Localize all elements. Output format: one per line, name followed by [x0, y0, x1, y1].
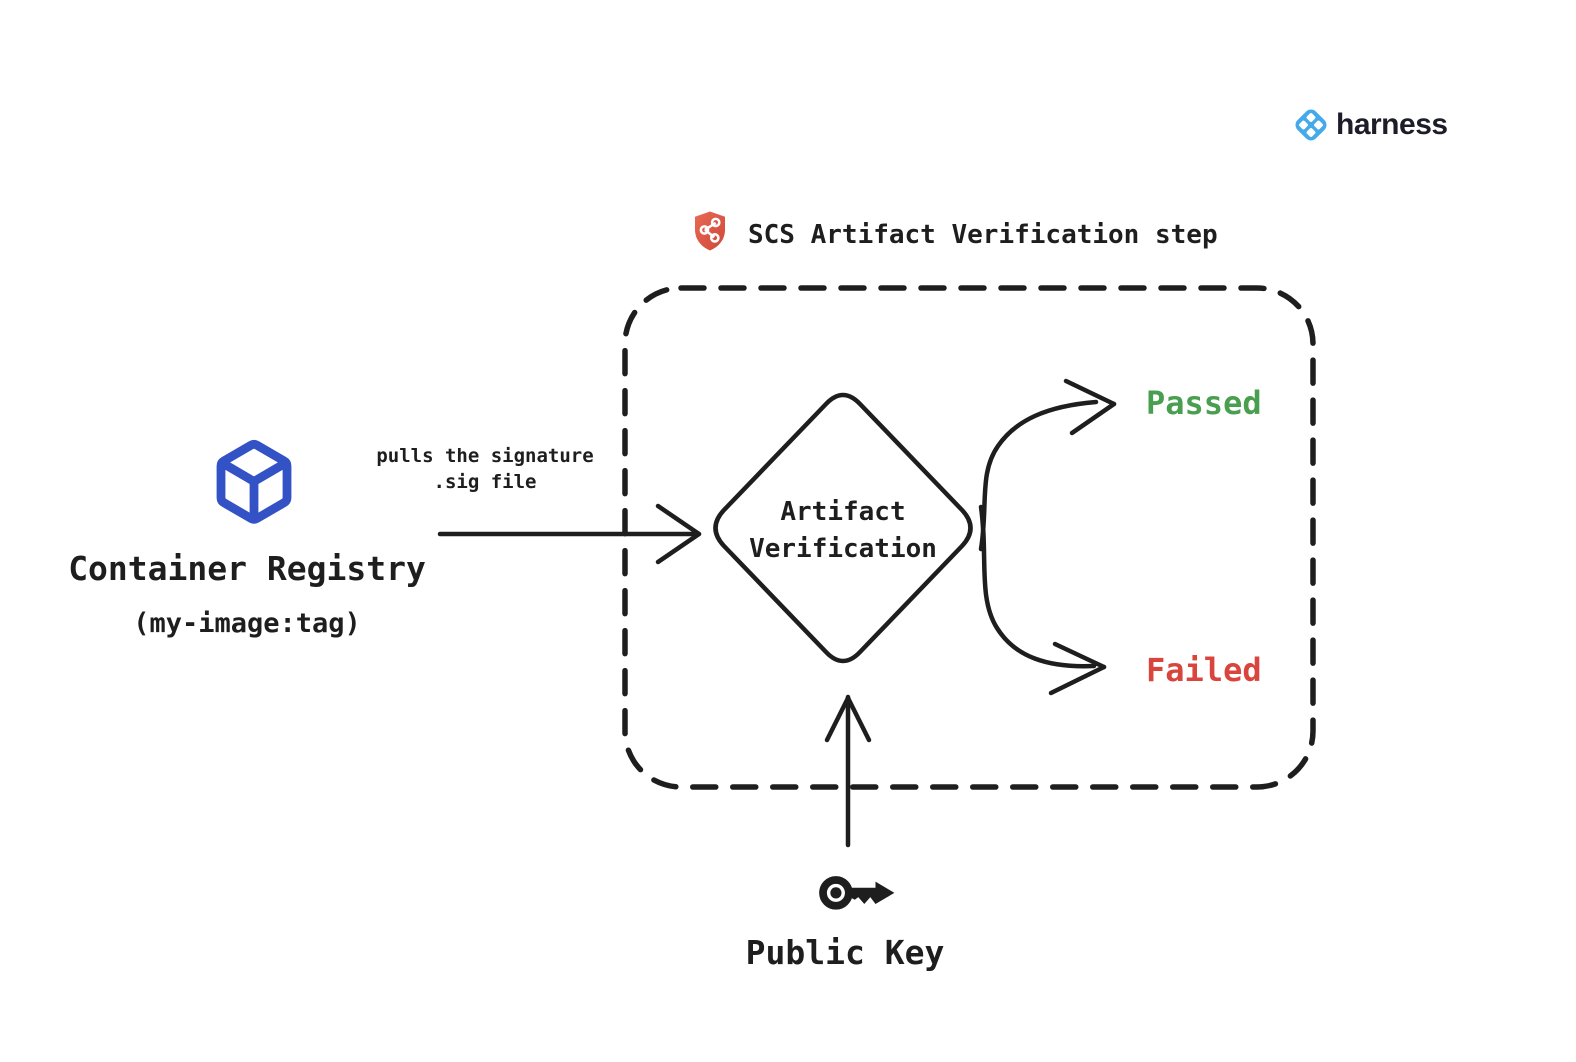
- public-key-arrow: [824, 694, 872, 848]
- decision-label: Artifact Verification: [743, 494, 943, 568]
- outcome-passed-label: Passed: [1146, 384, 1262, 422]
- passed-arrow: [978, 378, 1117, 552]
- failed-arrow: [978, 504, 1107, 696]
- brand-wordmark: harness: [1336, 108, 1448, 141]
- step-title: SCS Artifact Verification step: [748, 220, 1218, 250]
- step-boundary-dashed-box: [622, 285, 1316, 790]
- pull-arrow: [437, 503, 702, 565]
- pull-edge-label-line1: pulls the signature: [376, 445, 594, 467]
- brand-logo: harness: [1290, 104, 1448, 146]
- key-icon: [817, 864, 903, 920]
- scs-shield-icon: [692, 210, 728, 252]
- outcome-failed-label: Failed: [1146, 651, 1262, 689]
- pull-edge-label: pulls the signature .sig file: [360, 443, 610, 495]
- harness-logo-icon: [1290, 104, 1332, 146]
- decision-label-line1: Artifact: [780, 497, 906, 527]
- decision-diamond-shape: [713, 392, 973, 664]
- public-key-label: Public Key: [745, 933, 945, 972]
- decision-label-line2: Verification: [749, 534, 937, 564]
- container-cube-icon: [210, 431, 298, 529]
- container-registry-tag: (my-image:tag): [133, 608, 361, 639]
- container-registry-label: Container Registry: [68, 549, 426, 588]
- pull-edge-label-line2: .sig file: [433, 471, 537, 493]
